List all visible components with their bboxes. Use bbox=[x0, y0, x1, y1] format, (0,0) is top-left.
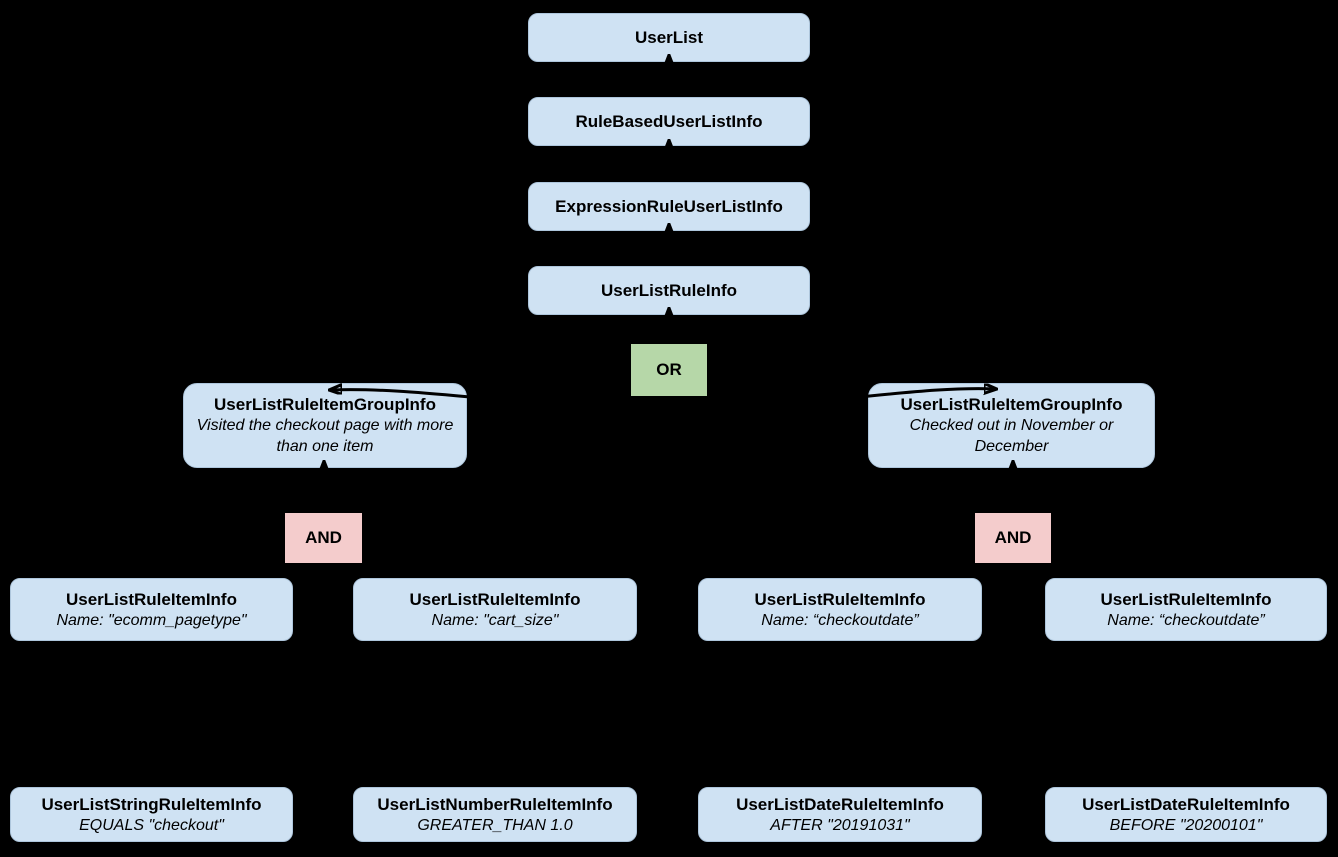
node-title: UserListRuleItemInfo bbox=[66, 589, 237, 609]
node-title: UserListDateRuleItemInfo bbox=[1082, 794, 1290, 814]
node-title: UserListNumberRuleItemInfo bbox=[377, 794, 613, 814]
node-date-rule-item-after: UserListDateRuleItemInfo AFTER "20191031… bbox=[698, 787, 982, 842]
node-description: Name: "ecomm_pagetype" bbox=[56, 611, 247, 629]
node-date-rule-item-before: UserListDateRuleItemInfo BEFORE "2020010… bbox=[1045, 787, 1327, 842]
node-rule-item-checkoutdate-1: UserListRuleItemInfo Name: “checkoutdate… bbox=[698, 578, 982, 641]
node-rule-item-cart-size: UserListRuleItemInfo Name: "cart_size" bbox=[353, 578, 637, 641]
node-title: UserListRuleItemGroupInfo bbox=[900, 395, 1123, 414]
node-description: Name: “checkoutdate” bbox=[1107, 611, 1265, 629]
node-title: ExpressionRuleUserListInfo bbox=[555, 197, 783, 216]
node-description: GREATER_THAN 1.0 bbox=[417, 816, 573, 834]
node-string-rule-item: UserListStringRuleItemInfo EQUALS "check… bbox=[10, 787, 293, 842]
node-number-rule-item: UserListNumberRuleItemInfo GREATER_THAN … bbox=[353, 787, 637, 842]
and-operator-box-left: AND bbox=[285, 513, 362, 563]
node-description: AFTER "20191031" bbox=[770, 816, 910, 834]
node-title: UserListRuleItemInfo bbox=[754, 589, 926, 609]
node-title: UserListRuleInfo bbox=[600, 281, 738, 300]
node-rule-based-user-list-info: RuleBasedUserListInfo bbox=[528, 97, 810, 146]
node-rule-item-checkoutdate-2: UserListRuleItemInfo Name: “checkoutdate… bbox=[1045, 578, 1327, 641]
and-operator-label: AND bbox=[994, 528, 1032, 547]
connector-ri2-to-and bbox=[326, 568, 497, 578]
node-description: Visited the checkout page with more than… bbox=[196, 417, 454, 455]
node-rule-item-group-right: UserListRuleItemGroupInfo Checked out in… bbox=[868, 383, 1155, 468]
node-title: UserListStringRuleItemInfo bbox=[41, 794, 262, 814]
node-description: EQUALS "checkout" bbox=[79, 816, 224, 834]
or-operator-box: OR bbox=[631, 344, 707, 396]
node-title: RuleBasedUserListInfo bbox=[575, 112, 763, 131]
node-user-list: UserList bbox=[528, 13, 810, 62]
node-rule-item-ecomm-pagetype: UserListRuleItemInfo Name: "ecomm_pagety… bbox=[10, 578, 293, 641]
node-description: BEFORE "20200101" bbox=[1109, 816, 1263, 834]
node-title: UserListDateRuleItemInfo bbox=[736, 794, 944, 814]
node-description: Name: “checkoutdate” bbox=[761, 611, 919, 629]
connector-ri3-to-and bbox=[838, 563, 1013, 578]
node-title: UserListRuleItemGroupInfo bbox=[214, 395, 436, 414]
or-operator-label: OR bbox=[656, 360, 682, 379]
node-title: UserListRuleItemInfo bbox=[1100, 589, 1272, 609]
connector-ri1-to-and bbox=[149, 563, 324, 578]
and-operator-label: AND bbox=[305, 528, 342, 547]
node-user-list-rule-info: UserListRuleInfo bbox=[528, 266, 810, 315]
node-title: UserListRuleItemInfo bbox=[409, 589, 581, 609]
node-description: Name: "cart_size" bbox=[431, 611, 559, 629]
node-title: UserList bbox=[634, 28, 704, 47]
and-operator-box-right: AND bbox=[975, 513, 1051, 563]
node-rule-item-group-left: UserListRuleItemGroupInfo Visited the ch… bbox=[183, 383, 467, 468]
node-expression-rule-user-list-info: ExpressionRuleUserListInfo bbox=[528, 182, 810, 231]
connector-ri4-to-and bbox=[1015, 568, 1188, 578]
node-description: Checked out in November or December bbox=[909, 417, 1114, 455]
